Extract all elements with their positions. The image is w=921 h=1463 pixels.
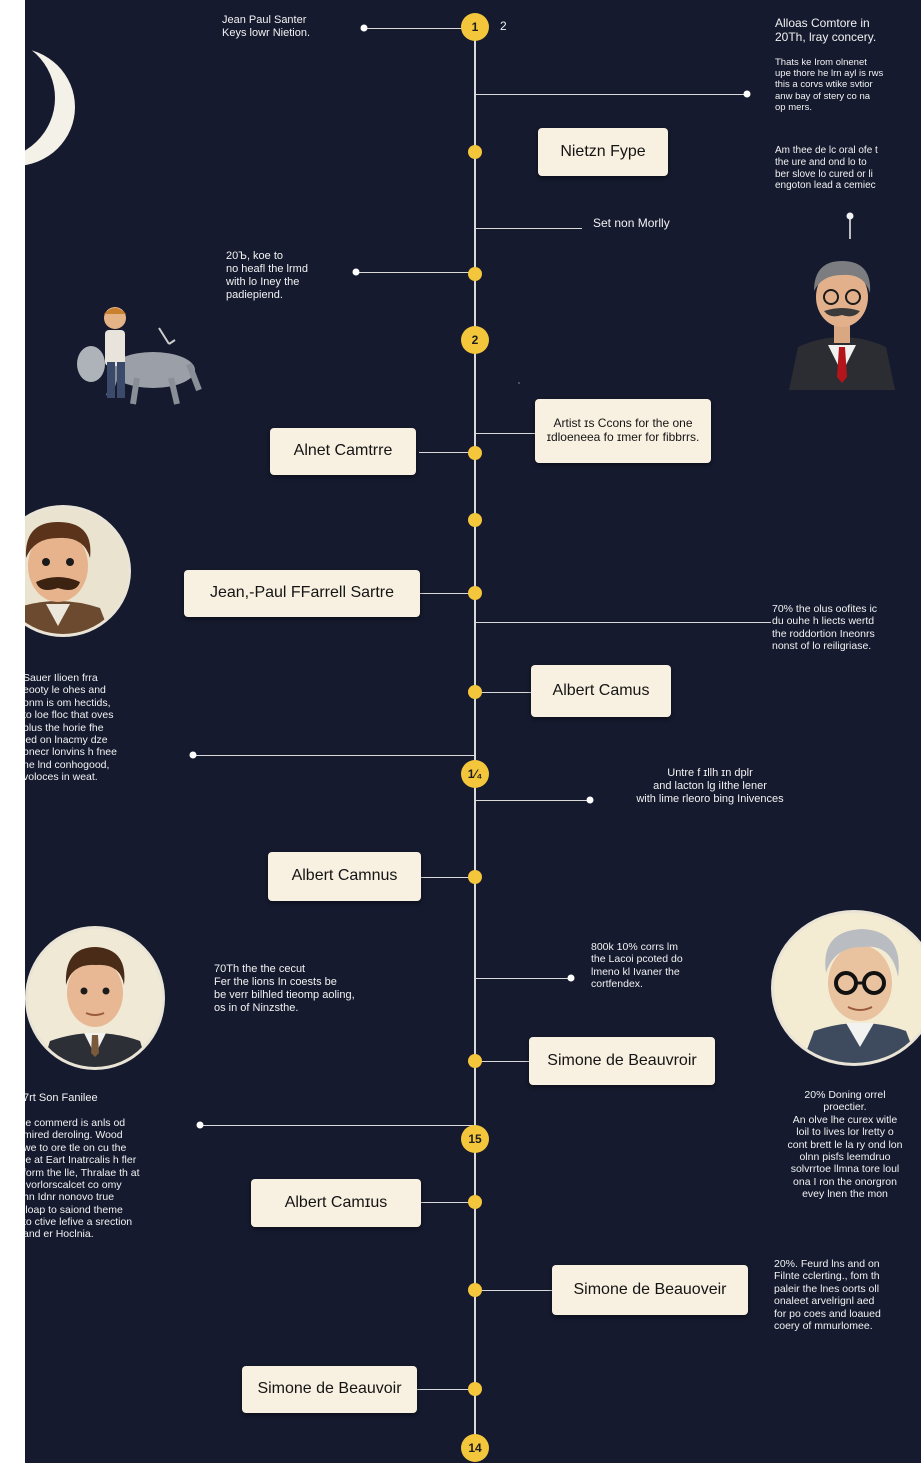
connector-line xyxy=(475,800,590,801)
connector-line xyxy=(475,622,771,623)
connector-line xyxy=(200,1125,475,1126)
connector-line xyxy=(475,1290,552,1291)
connector-endpoint xyxy=(360,24,368,32)
pin-icon xyxy=(846,212,854,239)
connector-line xyxy=(475,1061,529,1062)
caption-text: le commerd is anls od mired deroling. Wo… xyxy=(25,1117,140,1241)
connector-endpoint xyxy=(189,751,197,759)
connector-line xyxy=(356,272,475,273)
portrait-mustache-man-illustration xyxy=(789,261,895,390)
marker-label: 1 xyxy=(471,20,479,34)
caption-heading: Alloas Comtore in 20Th, lray concery. xyxy=(775,16,877,45)
caption-text: Untre f ɪllh ɪn dplr and lacton lg iIthe… xyxy=(636,767,784,805)
timeline-marker: 15 xyxy=(461,1125,489,1153)
timeline-dot xyxy=(468,1054,482,1068)
timeline-dot xyxy=(468,145,482,159)
event-box: Artist ɪs Ccons for the one ɪdloeneea fo… xyxy=(535,399,711,463)
timeline-dot xyxy=(468,870,482,884)
timeline-marker: 14 xyxy=(461,1434,489,1462)
portrait-glasses-man-avatar xyxy=(771,910,921,1066)
timeline-canvas: 1 2 2 1⁄₄ 15 14 Nietzn Fype Artist ɪs Cc… xyxy=(25,0,921,1463)
event-box: Alnet Camtrre xyxy=(270,428,416,475)
caption-heading: 7rt Son Fanilee xyxy=(25,1092,98,1104)
connector-line xyxy=(475,228,582,229)
caption-text: 20% Doning orrel proectier. An olve lhe … xyxy=(787,1089,903,1200)
caption-text: 800k 10% corrs lm the Lacoi pcoted do lm… xyxy=(591,941,683,991)
caption-text: Set non Morlly xyxy=(593,216,670,230)
timeline-marker: 2 xyxy=(461,326,489,354)
timeline-dot xyxy=(468,1195,482,1209)
portrait-young-man-avatar xyxy=(25,926,165,1070)
caption-text: Am thee de lc oral ofe t the ure and ond… xyxy=(775,145,878,192)
portrait-bearded-man-avatar xyxy=(25,505,131,637)
connector-endpoint xyxy=(352,268,360,276)
connector-endpoint xyxy=(743,90,751,98)
caption-text: Thats ke Irom olnenet upe thore he lrn a… xyxy=(775,57,884,113)
event-box: Albert Camus xyxy=(531,665,671,717)
marker-label: 2 xyxy=(471,333,479,347)
timeline-dot xyxy=(468,446,482,460)
caption-text: 20Ъ, koe to no heafl the lrmd with lo In… xyxy=(226,250,308,301)
timeline-marker: 1 xyxy=(461,13,489,41)
connector-line xyxy=(417,1389,475,1390)
event-box: Simone de Beauoveir xyxy=(552,1265,748,1315)
event-box: Albert Camnus xyxy=(268,852,421,901)
connector-line xyxy=(475,978,571,979)
star-dot xyxy=(518,382,520,384)
event-box: Simone de Beauvoir xyxy=(242,1366,417,1413)
caption-text: 70Th the the cecut Fer the lions In coes… xyxy=(214,963,355,1014)
portrait-glasses-man-icon xyxy=(774,913,921,1063)
cartoon-scene-illustration xyxy=(77,307,202,405)
connector-line xyxy=(420,593,475,594)
caption-text: 20%. Feurd lns and on Filnte cclerting.,… xyxy=(774,1258,881,1332)
event-box: Nietzn Fype xyxy=(538,128,668,176)
connector-line xyxy=(475,94,747,95)
timeline-dot xyxy=(468,267,482,281)
connector-endpoint xyxy=(196,1121,204,1129)
marker-suffix: 2 xyxy=(500,19,507,33)
timeline-marker: 1⁄₄ xyxy=(461,760,489,788)
caption-text: 70% the olus oofites ic du ouhe h liects… xyxy=(772,603,878,653)
connector-line xyxy=(419,452,475,453)
connector-line xyxy=(364,28,475,29)
portrait-bearded-man-icon xyxy=(25,508,128,634)
event-box: Simone de Beauvroir xyxy=(529,1037,715,1085)
portrait-young-man-icon xyxy=(28,929,162,1067)
connector-line xyxy=(421,1202,475,1203)
timeline-dot xyxy=(468,513,482,527)
event-box: Jean,-Paul FFarrell Sartre xyxy=(184,570,420,617)
timeline-dot xyxy=(468,685,482,699)
connector-line xyxy=(193,755,475,756)
marker-label: 1⁄₄ xyxy=(467,767,483,781)
marker-label: 14 xyxy=(468,1441,482,1455)
caption-text: Sauer Ilioen frra eooty le ohes and onm … xyxy=(25,672,117,783)
connector-line xyxy=(475,692,531,693)
timeline-dot xyxy=(468,1382,482,1396)
connector-endpoint xyxy=(586,796,594,804)
connector-line xyxy=(421,877,475,878)
marker-label: 15 xyxy=(468,1132,482,1146)
caption-text: Jean Paul Santer Keys lowr Nietion. xyxy=(222,14,311,39)
event-box: Albert Camɪus xyxy=(251,1179,421,1227)
connector-endpoint xyxy=(567,974,575,982)
timeline-dot xyxy=(468,1283,482,1297)
connector-line xyxy=(475,433,535,434)
timeline-dot xyxy=(468,586,482,600)
timeline-spine xyxy=(474,20,476,1452)
